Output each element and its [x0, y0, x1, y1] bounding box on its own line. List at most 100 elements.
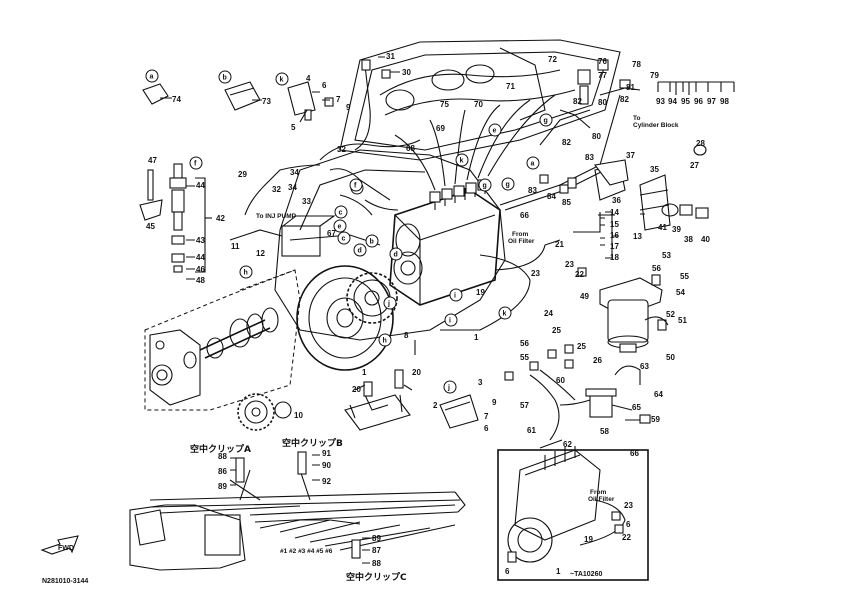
part-82: 82 — [620, 95, 629, 104]
part-16: 16 — [610, 231, 619, 240]
part-26: 26 — [593, 356, 602, 365]
part-6-c: 6 — [626, 520, 631, 529]
part-10: 10 — [294, 411, 303, 420]
part-46: 46 — [196, 265, 205, 274]
part-84: 84 — [547, 192, 556, 201]
callout-b-2: b — [370, 239, 374, 246]
part-22-b: 22 — [622, 533, 631, 542]
part-49: 49 — [580, 292, 589, 301]
top-right-fittings — [559, 59, 735, 156]
part-51: 51 — [678, 316, 687, 325]
injector-exploded — [139, 163, 206, 273]
part-2: 2 — [433, 401, 438, 410]
part-83: 83 — [585, 153, 594, 162]
part-59: 59 — [651, 415, 660, 424]
part-94: 94 — [668, 97, 677, 106]
part-20-b: 20 — [352, 385, 361, 394]
part-71: 71 — [506, 82, 515, 91]
part-81: 81 — [626, 83, 635, 92]
part-91: 91 — [322, 449, 331, 458]
part-20: 20 — [412, 368, 421, 377]
callout-g-3: g — [544, 118, 548, 125]
forward-arrow: FWD — [40, 535, 79, 555]
part-43: 43 — [196, 236, 205, 245]
part-74: 74 — [172, 95, 181, 104]
part-23-b: 23 — [565, 260, 574, 269]
part-23-c: 23 — [624, 501, 633, 510]
part-34-b: 34 — [290, 168, 299, 177]
part-34: 34 — [288, 183, 297, 192]
fwd-label: FWD — [58, 545, 74, 552]
part-31: 31 — [386, 52, 395, 61]
callout-j-2: j — [387, 301, 390, 308]
part-3: 3 — [478, 378, 483, 387]
part-64: 64 — [654, 390, 663, 399]
part-22: 22 — [575, 270, 584, 279]
fuel-filter — [599, 277, 663, 353]
part-70: 70 — [474, 100, 483, 109]
part-24: 24 — [544, 309, 553, 318]
part-32-b: 32 — [272, 185, 281, 194]
part-27: 27 — [690, 161, 699, 170]
clip-b-label: 空中クリップB — [282, 437, 343, 449]
part-25-b: 25 — [577, 342, 586, 351]
part-23: 23 — [531, 269, 540, 278]
part-11: 11 — [231, 242, 240, 251]
check-valve — [559, 388, 633, 418]
part-67: 67 — [327, 229, 336, 238]
part-17: 17 — [610, 242, 619, 251]
part-73: 73 — [262, 97, 271, 106]
part-65: 65 — [632, 403, 641, 412]
feed-pump-bracket — [594, 164, 709, 231]
part-93: 93 — [656, 97, 665, 106]
callout-f-2: f — [354, 183, 357, 190]
part-75: 75 — [440, 100, 449, 109]
part-number-labels: 74 73 4 6 7 9 5 31 30 32 32 29 34 33 34 … — [146, 52, 729, 576]
part-44-b: 44 — [196, 253, 205, 262]
callout-e-3: e — [493, 128, 497, 135]
part-61: 61 — [527, 426, 536, 435]
callout-c: c — [339, 210, 343, 217]
part-95: 95 — [681, 97, 690, 106]
part-63: 63 — [640, 362, 649, 371]
fuel-pipe-lower — [529, 365, 641, 441]
part-50: 50 — [666, 353, 675, 362]
crankshaft-pulley — [296, 265, 394, 371]
part-98: 98 — [720, 97, 729, 106]
part-66: 66 — [520, 211, 529, 220]
part-29: 29 — [238, 170, 247, 179]
part-14: 14 — [610, 208, 619, 217]
part-56-b: 56 — [520, 339, 529, 348]
part-15: 15 — [610, 220, 619, 229]
part-55: 55 — [680, 272, 689, 281]
callout-b: b — [223, 75, 227, 82]
callout-i-2: i — [454, 293, 456, 300]
part-82-c: 82 — [562, 138, 571, 147]
callout-a: a — [150, 74, 154, 81]
to-inj-pump-label: To INJ PUMP — [256, 213, 297, 220]
fuel-line-routing — [129, 451, 466, 571]
leader-lines — [160, 56, 690, 564]
callout-e-2: e — [338, 224, 342, 231]
cylinder-marks: #1 #2 #3 #4 #5 #6 — [280, 548, 333, 555]
callout-k-2: k — [503, 311, 507, 318]
part-28: 28 — [696, 139, 705, 148]
part-77: 77 — [598, 71, 607, 80]
callout-j: j — [447, 385, 450, 392]
part-48: 48 — [196, 276, 205, 285]
part-21: 21 — [555, 240, 564, 249]
part-97: 97 — [707, 97, 716, 106]
small-parts-top-left — [142, 81, 334, 121]
part-57: 57 — [520, 401, 529, 410]
callout-a-2: a — [531, 161, 535, 168]
part-45: 45 — [146, 222, 155, 231]
gear-10 — [237, 393, 292, 431]
mounting-bracket — [344, 369, 411, 431]
callout-c-2: c — [342, 236, 346, 243]
part-1-c: 1 — [556, 567, 561, 576]
part-40: 40 — [701, 235, 710, 244]
